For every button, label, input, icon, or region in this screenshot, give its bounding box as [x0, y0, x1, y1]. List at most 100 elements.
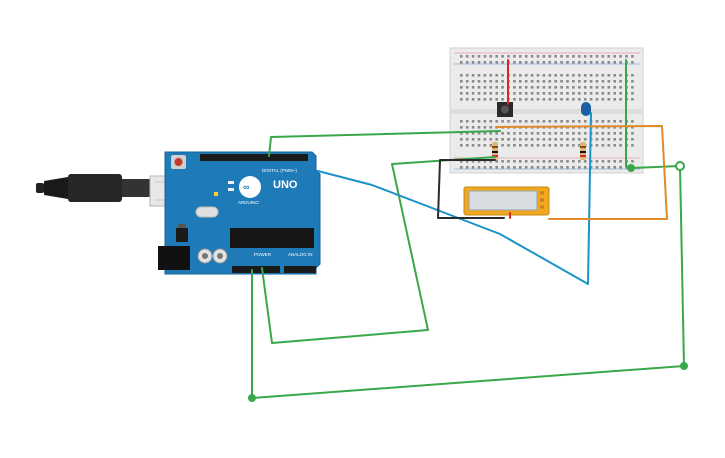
breadboard-hole[interactable]: [554, 166, 557, 169]
breadboard-hole[interactable]: [460, 144, 463, 147]
breadboard-hole[interactable]: [566, 138, 569, 141]
breadboard-hole[interactable]: [572, 160, 575, 163]
breadboard-hole[interactable]: [578, 74, 581, 77]
breadboard-hole[interactable]: [601, 160, 605, 163]
wire-green-digital-to-button[interactable]: [268, 130, 501, 157]
breadboard-hole[interactable]: [465, 74, 469, 77]
breadboard-hole[interactable]: [601, 144, 605, 147]
pushbutton-icon[interactable]: [497, 102, 513, 117]
breadboard-hole[interactable]: [460, 120, 463, 123]
breadboard-hole[interactable]: [578, 98, 581, 101]
breadboard-hole[interactable]: [578, 120, 581, 123]
breadboard-hole[interactable]: [566, 86, 569, 89]
breadboard-hole[interactable]: [589, 86, 593, 89]
breadboard-hole[interactable]: [519, 80, 522, 83]
breadboard-hole[interactable]: [589, 98, 593, 101]
breadboard-hole[interactable]: [489, 166, 493, 169]
breadboard-hole[interactable]: [524, 144, 528, 147]
breadboard-hole[interactable]: [501, 98, 504, 101]
breadboard-hole[interactable]: [631, 138, 634, 141]
breadboard-hole[interactable]: [613, 74, 616, 77]
breadboard-hole[interactable]: [483, 74, 487, 77]
breadboard-hole[interactable]: [607, 80, 611, 83]
breadboard-hole[interactable]: [589, 61, 593, 64]
breadboard-hole[interactable]: [513, 132, 516, 135]
breadboard-hole[interactable]: [572, 98, 575, 101]
breadboard-hole[interactable]: [524, 166, 528, 169]
breadboard-hole[interactable]: [613, 98, 616, 101]
breadboard-hole[interactable]: [513, 86, 516, 89]
breadboard-hole[interactable]: [572, 86, 575, 89]
breadboard-hole[interactable]: [477, 132, 481, 135]
breadboard-hole[interactable]: [536, 138, 540, 141]
breadboard-hole[interactable]: [536, 166, 540, 169]
breadboard-hole[interactable]: [554, 138, 557, 141]
breadboard-hole[interactable]: [513, 120, 516, 123]
breadboard-hole[interactable]: [460, 86, 463, 89]
breadboard-hole[interactable]: [601, 74, 605, 77]
wire-blue[interactable]: [317, 112, 592, 285]
breadboard-hole[interactable]: [542, 55, 546, 58]
wire-endpoint[interactable]: [248, 394, 256, 402]
breadboard-hole[interactable]: [495, 80, 498, 83]
breadboard-hole[interactable]: [519, 55, 522, 58]
breadboard-hole[interactable]: [566, 144, 569, 147]
breadboard-hole[interactable]: [619, 166, 622, 169]
breadboard-hole[interactable]: [566, 98, 569, 101]
breadboard-hole[interactable]: [471, 126, 475, 129]
breadboard-hole[interactable]: [607, 86, 611, 89]
breadboard-hole[interactable]: [460, 55, 463, 58]
breadboard-hole[interactable]: [560, 132, 563, 135]
breadboard-hole[interactable]: [631, 92, 634, 95]
breadboard-hole[interactable]: [542, 80, 546, 83]
breadboard-hole[interactable]: [548, 132, 552, 135]
breadboard-hole[interactable]: [572, 92, 575, 95]
breadboard-hole[interactable]: [560, 98, 563, 101]
breadboard-hole[interactable]: [566, 120, 569, 123]
breadboard-hole[interactable]: [572, 166, 575, 169]
breadboard-hole[interactable]: [631, 132, 634, 135]
breadboard-hole[interactable]: [631, 120, 634, 123]
breadboard-hole[interactable]: [572, 144, 575, 147]
breadboard-hole[interactable]: [495, 74, 498, 77]
breadboard-hole[interactable]: [483, 92, 487, 95]
breadboard-hole[interactable]: [489, 61, 493, 64]
breadboard-hole[interactable]: [583, 98, 587, 101]
breadboard-hole[interactable]: [560, 61, 563, 64]
breadboard-hole[interactable]: [578, 160, 581, 163]
breadboard-hole[interactable]: [477, 92, 481, 95]
breadboard-hole[interactable]: [560, 160, 563, 163]
breadboard-hole[interactable]: [572, 132, 575, 135]
breadboard-hole[interactable]: [489, 132, 493, 135]
breadboard-hole[interactable]: [460, 98, 463, 101]
breadboard-hole[interactable]: [536, 92, 540, 95]
breadboard-hole[interactable]: [572, 61, 575, 64]
wire-orange[interactable]: [495, 125, 668, 220]
breadboard-hole[interactable]: [477, 55, 481, 58]
breadboard-hole[interactable]: [513, 98, 516, 101]
breadboard-hole[interactable]: [589, 55, 593, 58]
breadboard-hole[interactable]: [583, 166, 587, 169]
breadboard-hole[interactable]: [542, 86, 546, 89]
breadboard-hole[interactable]: [595, 120, 599, 123]
breadboard-hole[interactable]: [477, 98, 481, 101]
breadboard-hole[interactable]: [595, 80, 599, 83]
breadboard-hole[interactable]: [495, 138, 498, 141]
breadboard-hole[interactable]: [560, 86, 563, 89]
breadboard-hole[interactable]: [513, 74, 516, 77]
breadboard-hole[interactable]: [483, 120, 487, 123]
breadboard-hole[interactable]: [465, 160, 469, 163]
breadboard-hole[interactable]: [595, 74, 599, 77]
breadboard-hole[interactable]: [589, 80, 593, 83]
breadboard-hole[interactable]: [489, 120, 493, 123]
breadboard-hole[interactable]: [465, 126, 469, 129]
breadboard-hole[interactable]: [578, 144, 581, 147]
breadboard-hole[interactable]: [489, 55, 493, 58]
breadboard-hole[interactable]: [578, 132, 581, 135]
breadboard-hole[interactable]: [495, 166, 498, 169]
breadboard-hole[interactable]: [483, 55, 487, 58]
breadboard-hole[interactable]: [554, 92, 557, 95]
breadboard-hole[interactable]: [483, 160, 487, 163]
resistor-icon[interactable]: [580, 142, 586, 160]
breadboard-hole[interactable]: [542, 132, 546, 135]
